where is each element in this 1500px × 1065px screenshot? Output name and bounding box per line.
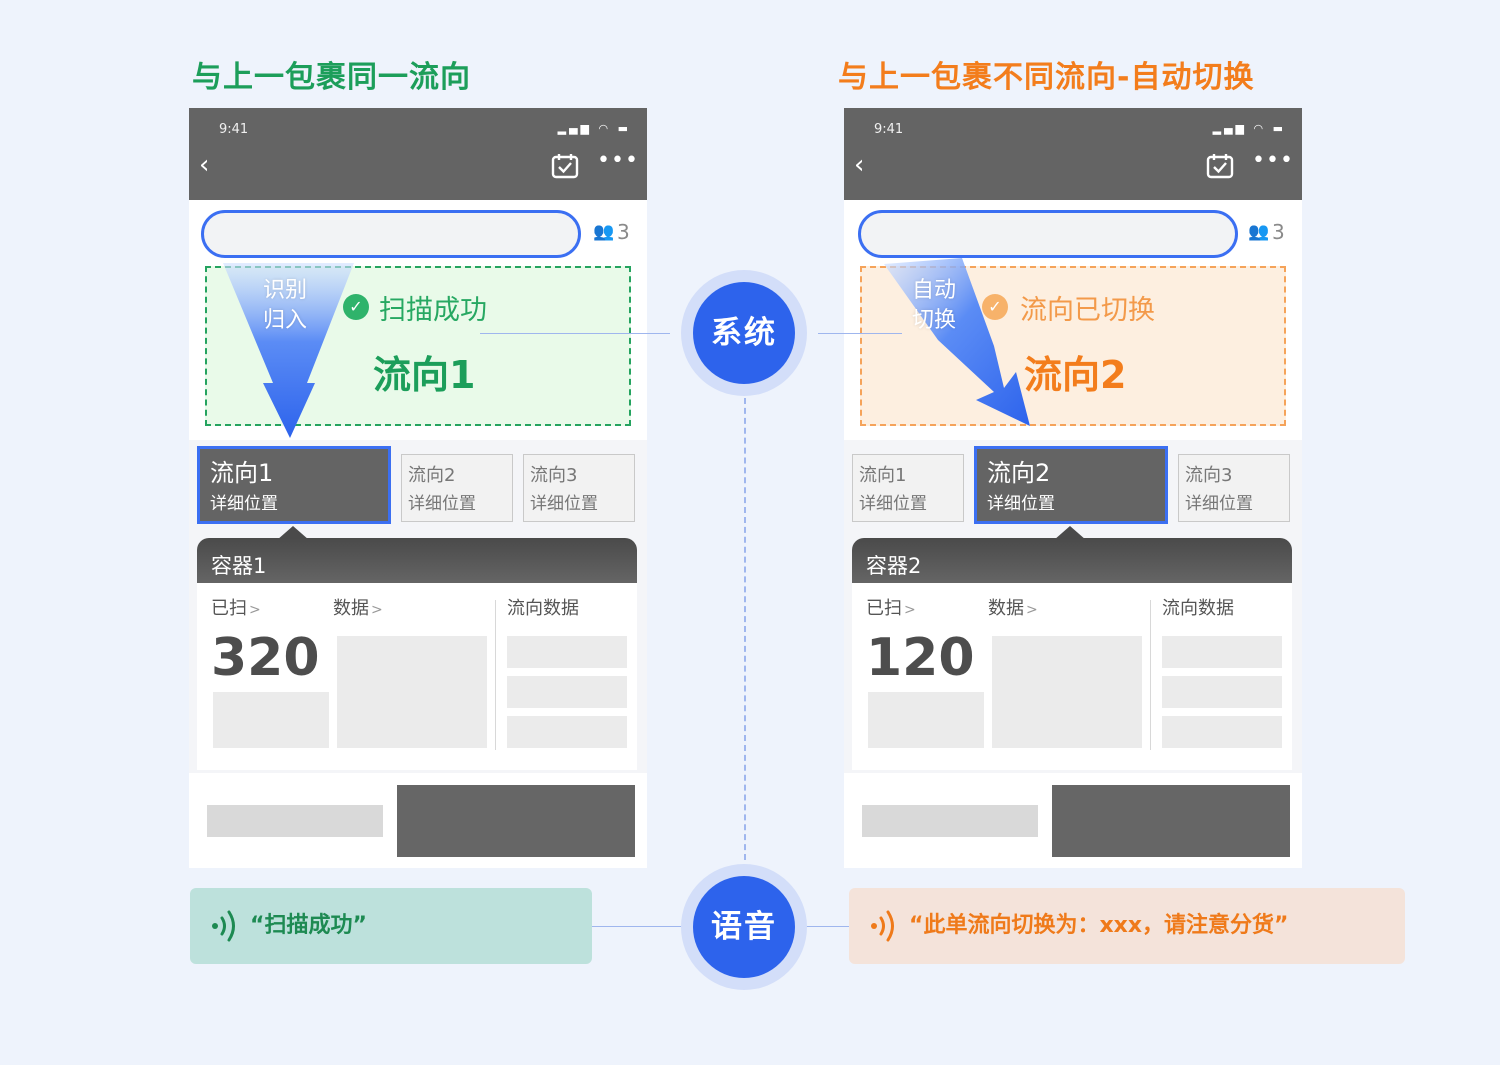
status-time: 9:41: [874, 122, 904, 137]
more-icon[interactable]: •••: [1252, 148, 1294, 173]
tab-pointer: [1054, 526, 1086, 540]
back-chevron-icon[interactable]: ‹: [854, 150, 865, 180]
data-link[interactable]: 数据>: [333, 598, 383, 619]
placeholder-block: [1162, 636, 1282, 668]
current-flow-label: 流向1: [373, 353, 476, 397]
placeholder-block: [992, 636, 1142, 748]
tab-flow-1[interactable]: 流向1 详细位置: [852, 454, 964, 522]
arrow-label-line2: 切换: [912, 308, 957, 333]
scan-input[interactable]: [201, 210, 581, 258]
scanned-count: 320: [211, 628, 320, 688]
top-bar: 9:41 ▂▄▆ ◠ ▬ ‹ •••: [189, 108, 647, 200]
voice-node: 语音: [681, 864, 807, 990]
sound-wave-icon: [212, 910, 235, 942]
container-title: 容器2: [852, 538, 1292, 583]
voice-prompt-switch-flow: “此单流向切换为：xxx，请注意分货”: [849, 888, 1405, 964]
container-card: 容器2 已扫> 数据> 流向数据 120: [852, 538, 1292, 770]
data-link[interactable]: 数据>: [988, 598, 1038, 619]
user-count: 3: [1272, 220, 1285, 244]
right-heading: 与上一包裹不同流向-自动切换: [838, 60, 1255, 95]
tab-flow-2[interactable]: 流向2 详细位置: [401, 454, 513, 522]
placeholder-block: [337, 636, 487, 748]
system-connector-left: [480, 333, 670, 334]
scan-status-text: 扫描成功: [379, 295, 487, 326]
secondary-button[interactable]: [862, 805, 1038, 837]
back-chevron-icon[interactable]: ‹: [199, 150, 210, 180]
scan-status-text: 流向已切换: [1020, 295, 1155, 326]
placeholder-block: [507, 636, 627, 668]
flow-data-label: 流向数据: [507, 598, 579, 619]
placeholder-block: [507, 676, 627, 708]
tab-flow-2[interactable]: 流向2 详细位置: [974, 446, 1168, 524]
secondary-button[interactable]: [207, 805, 383, 837]
users-icon: 👥: [593, 222, 615, 242]
bottom-action-bar: [189, 773, 647, 868]
calendar-check-icon[interactable]: [551, 153, 579, 179]
arrow-label-line1: 识别: [263, 278, 308, 303]
auto-switch-arrow-icon: [884, 258, 1030, 426]
bottom-action-bar: [844, 773, 1302, 868]
identify-arrow-icon: [223, 263, 354, 438]
voice-prompt-same-flow: “扫描成功”: [190, 888, 592, 964]
switched-check-icon: ✓: [982, 294, 1008, 320]
sound-wave-icon: [871, 910, 894, 942]
left-phone-mockup: 9:41 ▂▄▆ ◠ ▬ ‹ ••• 👥 3 识别 归入 ✓ 扫描成功 流向1: [189, 108, 647, 868]
placeholder-block: [868, 692, 984, 748]
system-node: 系统: [681, 270, 807, 396]
column-divider: [495, 600, 496, 750]
signal-wifi-battery-icon: ▂▄▆ ◠ ▬: [557, 122, 631, 135]
more-icon[interactable]: •••: [597, 148, 639, 173]
user-count: 3: [617, 220, 630, 244]
primary-button[interactable]: [397, 785, 635, 857]
tab-flow-3[interactable]: 流向3 详细位置: [523, 454, 635, 522]
system-node-label: 系统: [693, 282, 795, 384]
placeholder-block: [213, 692, 329, 748]
tab-pointer: [277, 526, 309, 540]
column-divider: [1150, 600, 1151, 750]
scan-input[interactable]: [858, 210, 1238, 258]
placeholder-block: [1162, 716, 1282, 748]
flow-data-label: 流向数据: [1162, 598, 1234, 619]
voice-node-label: 语音: [693, 876, 795, 978]
right-phone-mockup: 9:41 ▂▄▆ ◠ ▬ ‹ ••• 👥 3 自动 切换 ✓ 流向已切换 流向2: [844, 108, 1302, 868]
scanned-count: 120: [866, 628, 975, 688]
container-card: 容器1 已扫> 数据> 流向数据 320: [197, 538, 637, 770]
arrow-label-line1: 自动: [912, 278, 957, 303]
calendar-check-icon[interactable]: [1206, 153, 1234, 179]
arrow-label-line2: 归入: [263, 308, 308, 333]
signal-wifi-battery-icon: ▂▄▆ ◠ ▬: [1212, 122, 1286, 135]
container-title: 容器1: [197, 538, 637, 583]
top-bar: 9:41 ▂▄▆ ◠ ▬ ‹ •••: [844, 108, 1302, 200]
scanned-link[interactable]: 已扫>: [211, 598, 261, 619]
system-voice-dashed-connector: [744, 398, 746, 860]
left-heading: 与上一包裹同一流向: [192, 60, 471, 95]
voice-connector-right: [806, 926, 850, 927]
success-check-icon: ✓: [343, 294, 369, 320]
tab-flow-3[interactable]: 流向3 详细位置: [1178, 454, 1290, 522]
scanned-link[interactable]: 已扫>: [866, 598, 916, 619]
status-time: 9:41: [219, 122, 249, 137]
voice-connector-left: [592, 926, 682, 927]
placeholder-block: [1162, 676, 1282, 708]
placeholder-block: [507, 716, 627, 748]
users-icon: 👥: [1248, 222, 1270, 242]
tab-flow-1[interactable]: 流向1 详细位置: [197, 446, 391, 524]
primary-button[interactable]: [1052, 785, 1290, 857]
system-connector-right: [818, 333, 902, 334]
current-flow-label: 流向2: [1024, 353, 1127, 397]
